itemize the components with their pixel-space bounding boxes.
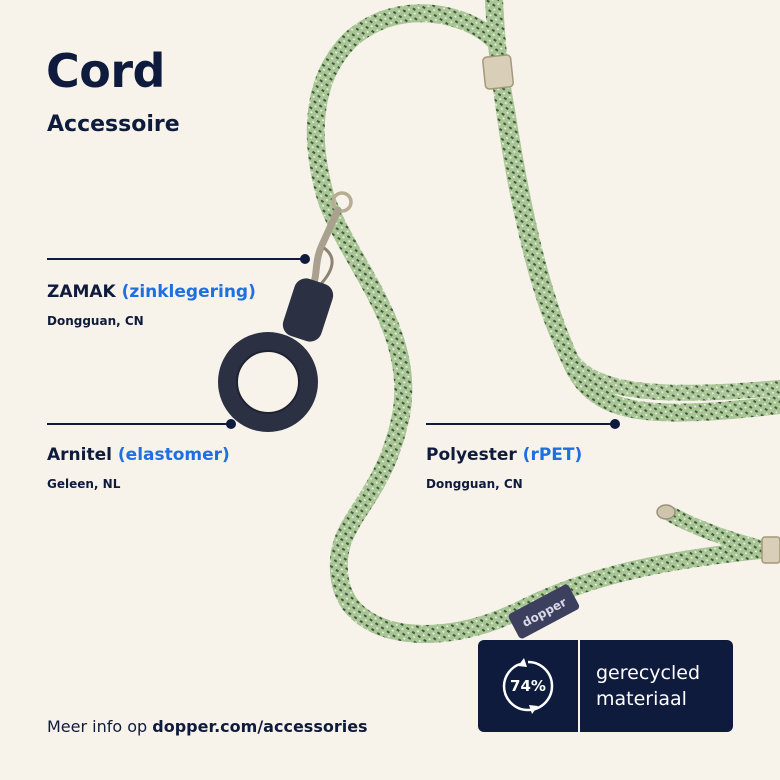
badge-label-line2: materiaal [596, 688, 687, 710]
callout-dot-polyester [610, 419, 620, 429]
material-zamak-name: ZAMAK [47, 282, 116, 302]
badge-label: gerecycled materiaal [596, 660, 700, 712]
cord-end-cap [656, 504, 676, 520]
material-zamak-detail: (zinklegering) [121, 282, 256, 302]
page-title: Cord [46, 44, 165, 98]
callout-dot-zamak [300, 254, 310, 264]
material-zamak: ZAMAK (zinklegering) [47, 282, 256, 302]
page-subtitle: Accessoire [47, 112, 180, 137]
material-zamak-origin: Dongguan, CN [47, 314, 144, 328]
callout-line-polyester [426, 423, 614, 425]
cord-strand-right-inner [492, 72, 780, 401]
footer-link-text: Meer info op dopper.com/accessories [47, 717, 368, 736]
callout-line-zamak [47, 258, 304, 260]
callout-line-arnitel [47, 423, 230, 425]
badge-divider [578, 640, 580, 732]
ring-holder [218, 278, 334, 432]
recycled-badge: 74% gerecycled materiaal [478, 640, 733, 732]
material-arnitel-name: Arnitel [47, 445, 112, 465]
callout-dot-arnitel [226, 419, 236, 429]
footer-domain[interactable]: dopper.com [152, 717, 258, 736]
material-polyester-name: Polyester [426, 445, 517, 465]
material-arnitel-detail: (elastomer) [117, 445, 230, 465]
material-polyester: Polyester (rPET) [426, 445, 582, 465]
footer-prefix: Meer info op [47, 717, 153, 736]
cord-strand-left [306, 4, 529, 643]
material-polyester-origin: Dongguan, CN [426, 477, 523, 491]
recycle-icon [502, 658, 554, 714]
material-arnitel: Arnitel (elastomer) [47, 445, 230, 465]
material-arnitel-origin: Geleen, NL [47, 477, 121, 491]
metal-sleeve [482, 54, 514, 90]
badge-percent: 74% [510, 677, 546, 695]
cord-end [664, 507, 768, 556]
material-polyester-detail: (rPET) [522, 445, 583, 465]
badge-label-line1: gerecycled [596, 662, 700, 684]
cord-end-metal-right [761, 536, 780, 564]
cord-strand-right [485, 0, 780, 422]
footer-path[interactable]: /accessories [257, 717, 368, 736]
